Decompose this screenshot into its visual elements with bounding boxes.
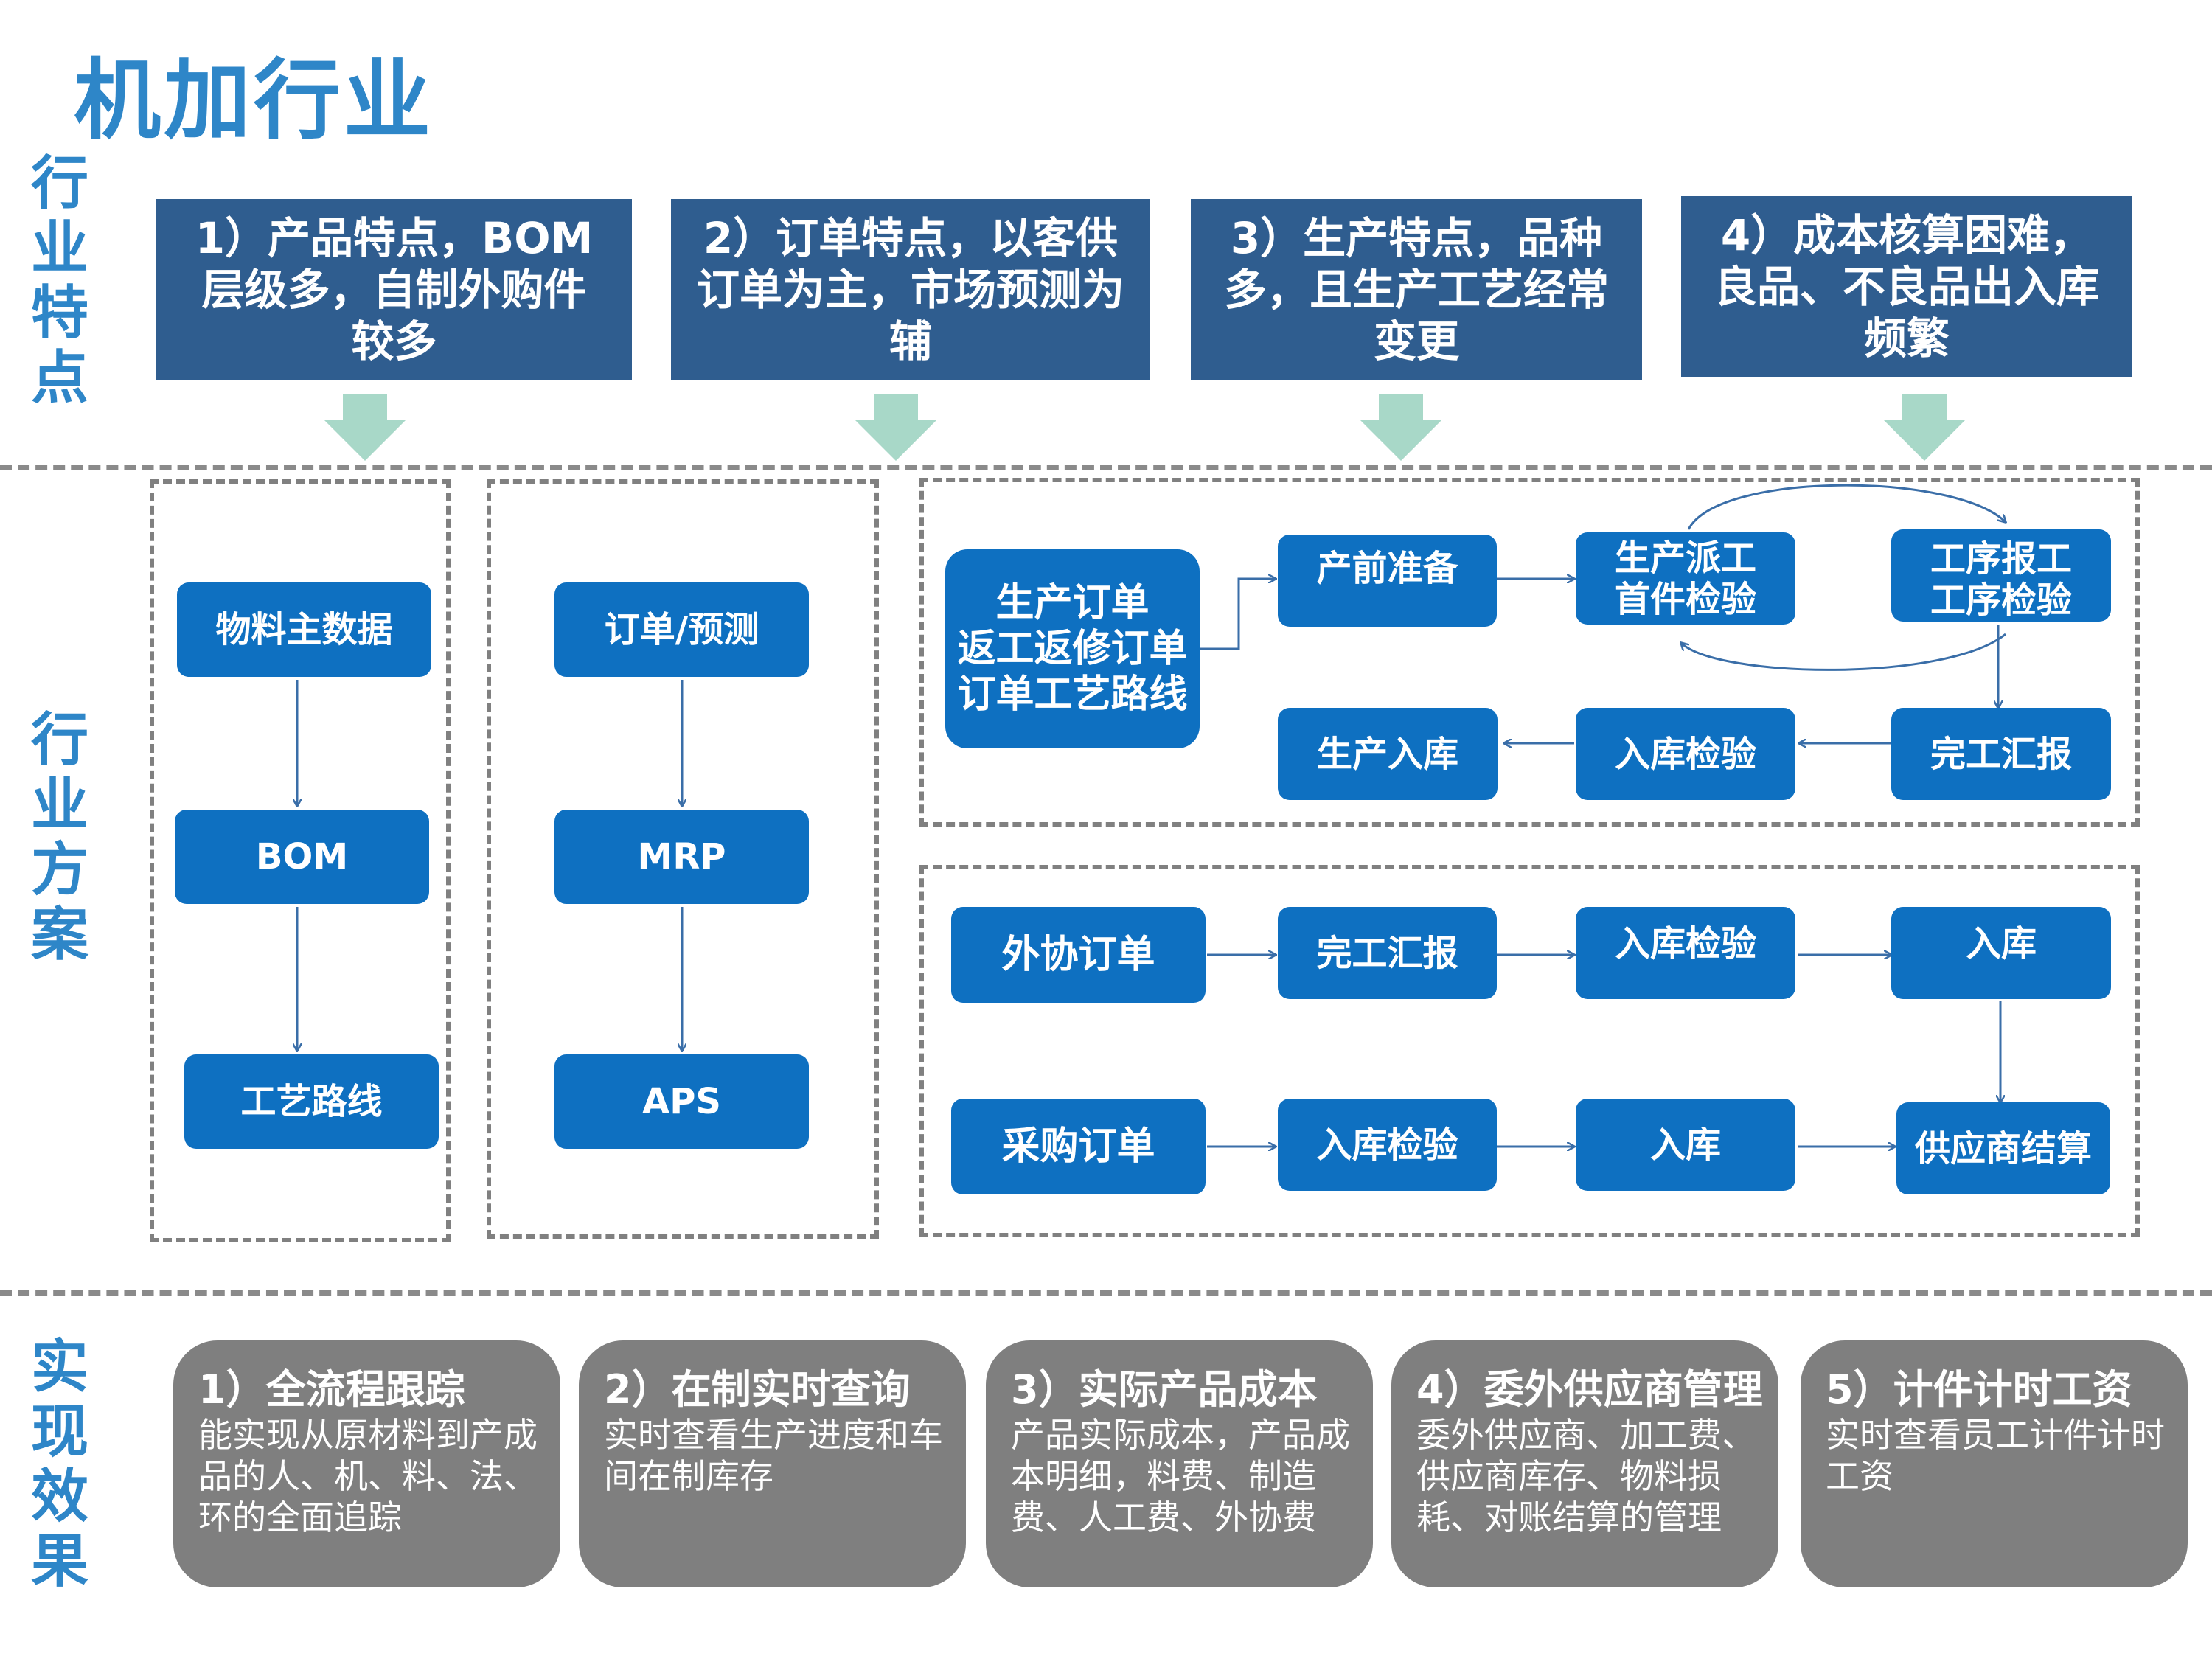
- node-pre-production: 产前准备: [1278, 535, 1497, 627]
- node-outsource-stockin: 入库: [1891, 907, 2111, 999]
- result-title: 4）委外供应商管理: [1416, 1366, 1763, 1413]
- node-bom: BOM: [175, 810, 429, 904]
- node-purchase-order: 采购订单: [951, 1099, 1206, 1194]
- result-description: 实时查看员工计件计时工资: [1826, 1415, 2165, 1496]
- node-material-master: 物料主数据: [177, 582, 431, 677]
- node-supplier-settlement: 供应商结算: [1896, 1102, 2110, 1194]
- feature-box-production: 3）生产特点，品种 多，且生产工艺经常 变更: [1191, 199, 1642, 380]
- side-label-solution: 行 业 方 案: [30, 707, 88, 968]
- group-outsource-purchase: [919, 865, 2140, 1237]
- node-warehouse-inspection: 入库检验: [1576, 708, 1795, 800]
- node-outsource-inspection: 入库检验: [1576, 907, 1795, 999]
- result-title: 5）计件计时工资: [1826, 1366, 2132, 1413]
- result-card-tracking: 1）全流程跟踪 能实现从原材料到产成品的人、机、料、法、环的全面追踪: [173, 1340, 560, 1587]
- feature-box-order: 2）订单特点，以客供 订单为主，市场预测为 辅: [671, 199, 1150, 380]
- feature-box-cost: 4）成本核算困难， 良品、不良品出入库 频繁: [1681, 196, 2132, 377]
- result-card-piecework-pay: 5）计件计时工资 实时查看员工计件计时工资: [1801, 1340, 2188, 1587]
- section-divider: [0, 1290, 2212, 1296]
- node-mrp: MRP: [554, 810, 809, 904]
- node-purchase-inspection: 入库检验: [1278, 1099, 1497, 1191]
- down-arrow-icon: [1360, 394, 1441, 461]
- result-title: 1）全流程跟踪: [198, 1366, 465, 1413]
- section-divider: [0, 465, 2212, 470]
- result-title: 2）在制实时查询: [604, 1366, 911, 1413]
- node-production-orders: 生产订单 返工返修订单 订单工艺路线: [945, 549, 1200, 748]
- result-description: 能实现从原材料到产成品的人、机、料、法、环的全面追踪: [198, 1415, 538, 1537]
- side-label-features: 行 业 特 点: [30, 150, 88, 411]
- down-arrow-icon: [324, 394, 406, 461]
- group-planning: [487, 479, 879, 1239]
- node-completion-report: 完工汇报: [1891, 708, 2111, 800]
- group-production-flow: [919, 478, 2140, 827]
- down-arrow-icon: [1884, 394, 1965, 461]
- result-card-actual-cost: 3）实际产品成本 产品实际成本，产品成本明细，料费、制造费、人工费、外协费: [986, 1340, 1373, 1587]
- result-card-wip-query: 2）在制实时查询 实时查看生产进度和车间在制库存: [579, 1340, 966, 1587]
- node-process-report: 工序报工 工序检验: [1891, 529, 2111, 622]
- result-description: 委外供应商、加工费、供应商库存、物料损耗、对账结算的管理: [1416, 1415, 1756, 1537]
- node-dispatch-inspection: 生产派工 首件检验: [1576, 532, 1795, 625]
- node-purchase-stockin: 入库: [1576, 1099, 1795, 1191]
- group-master-data: [150, 479, 451, 1242]
- down-arrow-icon: [855, 394, 936, 461]
- feature-box-product: 1）产品特点，BOM 层级多，自制外购件 较多: [156, 199, 632, 380]
- node-outsource-order: 外协订单: [951, 907, 1206, 1003]
- side-label-effects: 实 现 效 果: [30, 1334, 88, 1595]
- result-description: 实时查看生产进度和车间在制库存: [604, 1415, 943, 1496]
- node-aps: APS: [554, 1054, 809, 1149]
- node-production-stockin: 生产入库: [1278, 708, 1498, 800]
- result-title: 3）实际产品成本: [1011, 1366, 1318, 1413]
- node-routing: 工艺路线: [184, 1054, 439, 1149]
- node-order-forecast: 订单/预测: [554, 582, 809, 677]
- page-title: 机加行业: [74, 49, 434, 151]
- node-outsource-completion: 完工汇报: [1278, 907, 1497, 999]
- result-card-supplier-mgmt: 4）委外供应商管理 委外供应商、加工费、供应商库存、物料损耗、对账结算的管理: [1391, 1340, 1778, 1587]
- result-description: 产品实际成本，产品成本明细，料费、制造费、人工费、外协费: [1011, 1415, 1350, 1537]
